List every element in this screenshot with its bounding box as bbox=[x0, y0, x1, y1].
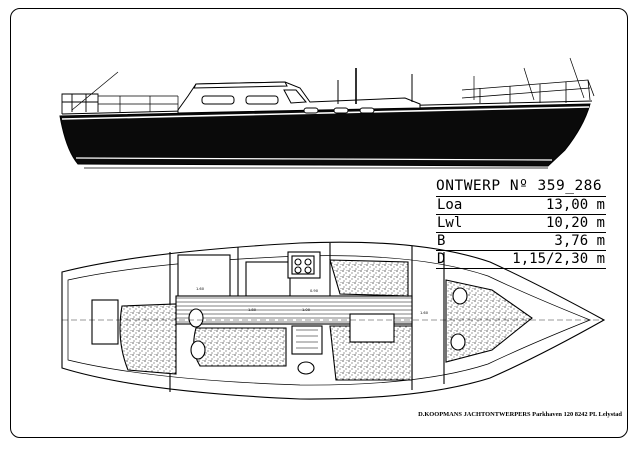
designer-credit: D.KOOPMANS JACHTONTWERPERS Parkhaven 120… bbox=[418, 411, 622, 418]
porthole-2 bbox=[333, 107, 349, 114]
spec-value-lwl: 10,20 m bbox=[545, 215, 605, 231]
boot-top-line bbox=[75, 157, 553, 161]
label-galley: 0.90 bbox=[310, 289, 319, 293]
stove bbox=[291, 255, 315, 275]
drawing-sheet bbox=[10, 8, 628, 438]
hull-body bbox=[59, 103, 591, 167]
window-3 bbox=[283, 89, 308, 104]
spec-label-loa: Loa bbox=[437, 197, 463, 213]
companionway bbox=[177, 254, 231, 300]
label-berth-4: 1.60 bbox=[196, 287, 205, 291]
spec-label-beam: B bbox=[437, 233, 446, 249]
spec-row: Lwl 10,20 m bbox=[436, 215, 606, 233]
spec-block: ONTWERP Nº 359_286 Loa 13,00 m Lwl 10,20… bbox=[436, 178, 606, 269]
spec-row: B 3,76 m bbox=[436, 233, 606, 251]
plan-labels: 1.80 1.00 1.60 1.60 0.90 bbox=[196, 287, 429, 315]
porthole-3 bbox=[359, 107, 375, 114]
label-berth-2: 1.00 bbox=[302, 308, 311, 312]
cushion-aft-cabin bbox=[119, 303, 177, 375]
saloon-table bbox=[349, 313, 395, 343]
side-elevation bbox=[59, 57, 595, 169]
spec-value-loa: 13,00 m bbox=[545, 197, 605, 213]
sheer-stripe bbox=[61, 106, 590, 120]
chart-table bbox=[291, 325, 323, 355]
bow-pulpit bbox=[461, 79, 595, 103]
window-2 bbox=[245, 95, 279, 105]
plan-view bbox=[61, 241, 606, 400]
toilet-aft bbox=[190, 340, 206, 360]
window-1 bbox=[201, 95, 235, 105]
spec-row: D 1,15/2,30 m bbox=[436, 251, 606, 269]
basin bbox=[297, 361, 315, 375]
spec-value-beam: 3,76 m bbox=[554, 233, 605, 249]
design-number: ONTWERP Nº 359_286 bbox=[436, 178, 606, 197]
porthole-1 bbox=[303, 107, 319, 114]
spec-value-draft: 1,15/2,30 m bbox=[512, 251, 605, 267]
v-berth bbox=[445, 279, 533, 363]
engine-box bbox=[91, 299, 119, 345]
spec-label-lwl: Lwl bbox=[437, 215, 463, 231]
label-berth-3: 1.60 bbox=[420, 311, 429, 315]
cushion-settee-port bbox=[329, 259, 409, 297]
cushion-aft-stbd bbox=[193, 327, 287, 367]
spec-label-draft: D bbox=[437, 251, 446, 267]
stern-pulpit bbox=[61, 93, 99, 114]
spec-row: Loa 13,00 m bbox=[436, 197, 606, 215]
label-berth-1: 1.80 bbox=[248, 308, 257, 312]
